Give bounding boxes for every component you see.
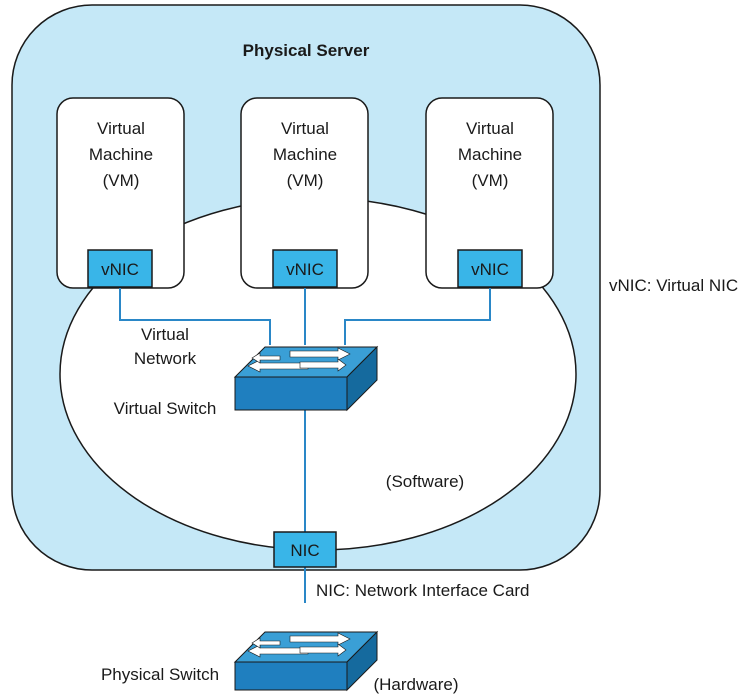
vm-label-line2: Machine	[458, 145, 522, 164]
vm-label-line3: (VM)	[472, 171, 509, 190]
vm-label-line1: Virtual	[281, 119, 329, 138]
vnic-box	[457, 249, 523, 288]
vnic1-to-switch-line	[119, 288, 271, 345]
vnic-label: vNIC	[101, 260, 139, 279]
virtual-network-label-line1: Virtual	[141, 325, 189, 344]
vm-label-line3: (VM)	[287, 171, 324, 190]
physical-switch-label: Physical Switch	[101, 665, 219, 684]
physical-switch-icon	[233, 630, 379, 692]
vnic-legend: vNIC: Virtual NIC	[609, 276, 738, 295]
vnic-box	[272, 249, 338, 288]
physical-server-title: Physical Server	[243, 41, 370, 60]
connection-lines	[119, 288, 491, 603]
vm-label-line3: (VM)	[103, 171, 140, 190]
vm-label-line1: Virtual	[97, 119, 145, 138]
nic-label: NIC	[290, 541, 319, 560]
vm-label-line1: Virtual	[466, 119, 514, 138]
nic-box	[273, 531, 337, 568]
vm-2: Virtual Machine (VM) vNIC	[240, 97, 369, 289]
vm-1: Virtual Machine (VM) vNIC	[56, 97, 185, 289]
vnic3-to-switch-line	[344, 288, 491, 345]
vm-label-line2: Machine	[89, 145, 153, 164]
virtual-switch-icon	[233, 345, 379, 412]
vnic-label: vNIC	[471, 260, 509, 279]
vm-3: Virtual Machine (VM) vNIC	[425, 97, 554, 289]
virtual-network-label-line2: Network	[134, 349, 197, 368]
nic-legend: NIC: Network Interface Card	[316, 581, 530, 600]
virtual-switch-label: Virtual Switch	[114, 399, 217, 418]
vnic-label: vNIC	[286, 260, 324, 279]
hardware-label: (Hardware)	[373, 675, 458, 694]
software-label: (Software)	[386, 472, 464, 491]
vnic-box	[87, 249, 153, 288]
vm-label-line2: Machine	[273, 145, 337, 164]
